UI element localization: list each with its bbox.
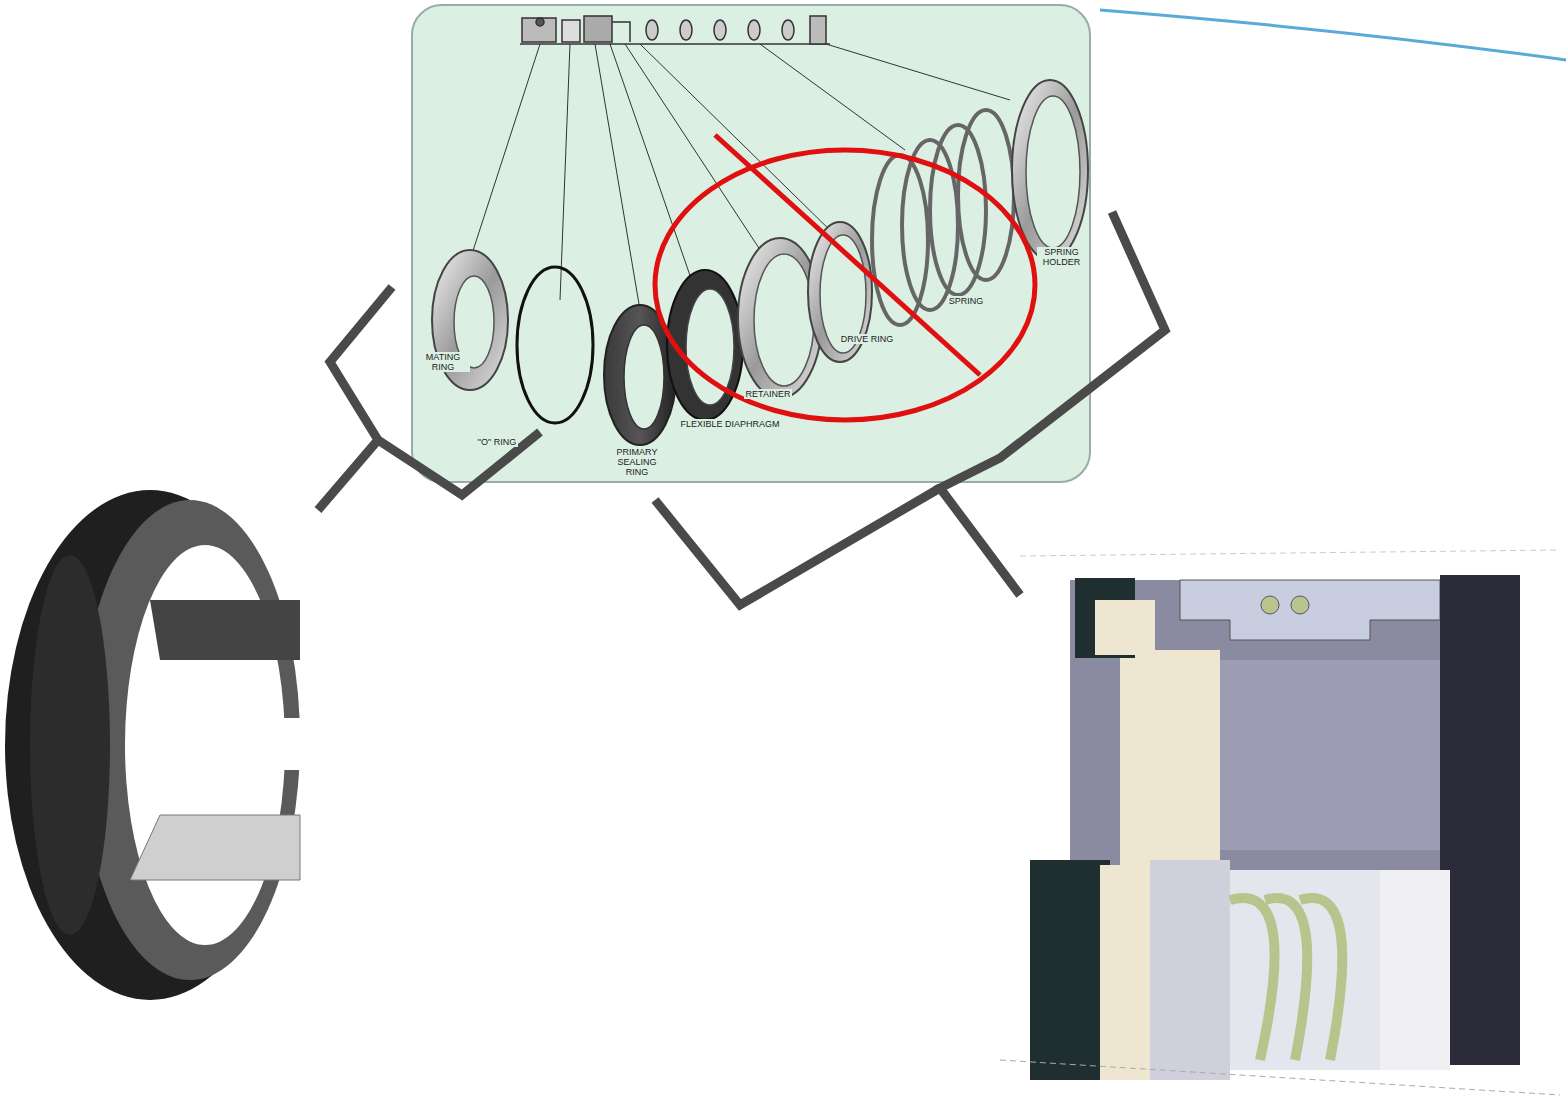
prohibition-mark xyxy=(655,135,1035,420)
part-label: MATING RING xyxy=(416,352,470,372)
part-label: FLEXIBLE DIAPHRAGM xyxy=(678,419,781,429)
cross-section xyxy=(520,16,830,44)
accent-curve xyxy=(1100,10,1566,60)
part-label: SPRING xyxy=(947,296,986,306)
illustration-panel xyxy=(412,5,1090,482)
part-label: RETAINER xyxy=(744,389,793,399)
cartridge-seal xyxy=(1000,550,1560,1095)
exploded-parts xyxy=(432,80,1088,445)
leader-lines xyxy=(470,44,1010,310)
part-label: "O" RING xyxy=(476,437,518,447)
bracket xyxy=(318,212,1165,605)
part-label: SPRING HOLDER xyxy=(1037,247,1086,267)
part-label: PRIMARY SEALING RING xyxy=(610,447,664,477)
part-label: DRIVE RING xyxy=(839,334,896,344)
split-seal-ring xyxy=(5,490,310,1000)
